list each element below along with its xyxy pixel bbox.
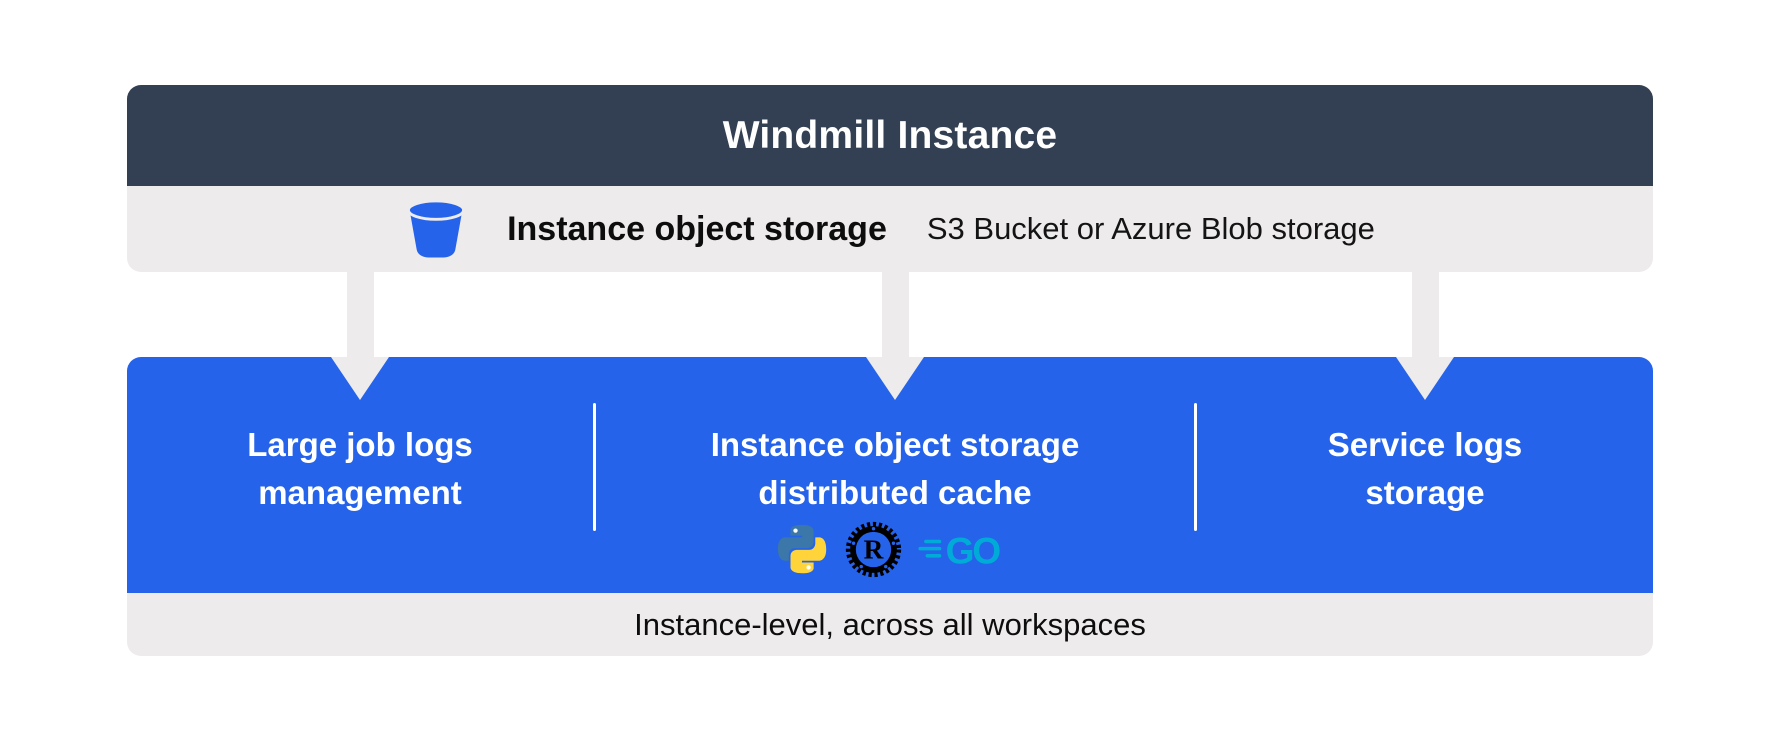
rust-logo-icon: R: [845, 521, 902, 578]
python-logo-icon: [774, 522, 830, 576]
feature-distributed-cache: Instance object storage distributed cach…: [596, 357, 1194, 593]
feature-large-job-logs: Large job logs management: [127, 357, 593, 593]
go-logo-icon: GO: [917, 527, 1017, 571]
feature-label-line: Large job logs: [247, 426, 473, 463]
storage-bar-subtitle: S3 Bucket or Azure Blob storage: [926, 211, 1375, 246]
rust-letter: R: [863, 534, 883, 564]
storage-bar-title: Instance object storage: [507, 209, 887, 248]
footer-label: Instance-level, across all workspaces: [634, 606, 1146, 642]
windmill-instance-header: Windmill Instance: [127, 85, 1653, 186]
language-logos-row: R GO: [774, 521, 1017, 577]
feature-service-logs: Service logs storage: [1197, 357, 1653, 593]
arrow-shaft: [1411, 272, 1439, 358]
go-text: GO: [945, 529, 1000, 571]
arrow-shaft: [881, 272, 909, 358]
column-divider: [1194, 403, 1197, 531]
feature-label-line: storage: [1365, 474, 1485, 511]
feature-label-line: distributed cache: [758, 474, 1032, 511]
features-panel: Large job logs management Instance objec…: [127, 357, 1653, 593]
instance-object-storage-bar: Instance object storage S3 Bucket or Azu…: [127, 186, 1653, 272]
feature-label-line: Service logs: [1327, 426, 1523, 463]
arrow-shaft: [346, 272, 374, 358]
bucket-icon: [405, 199, 467, 259]
diagram-stack: Windmill Instance Instance object storag…: [127, 85, 1653, 656]
column-divider: [593, 403, 596, 531]
feature-label-line: Instance object storage: [710, 426, 1080, 463]
feature-label-line: management: [258, 474, 462, 511]
footer-bar: Instance-level, across all workspaces: [127, 593, 1653, 656]
page-title: Windmill Instance: [722, 113, 1058, 157]
